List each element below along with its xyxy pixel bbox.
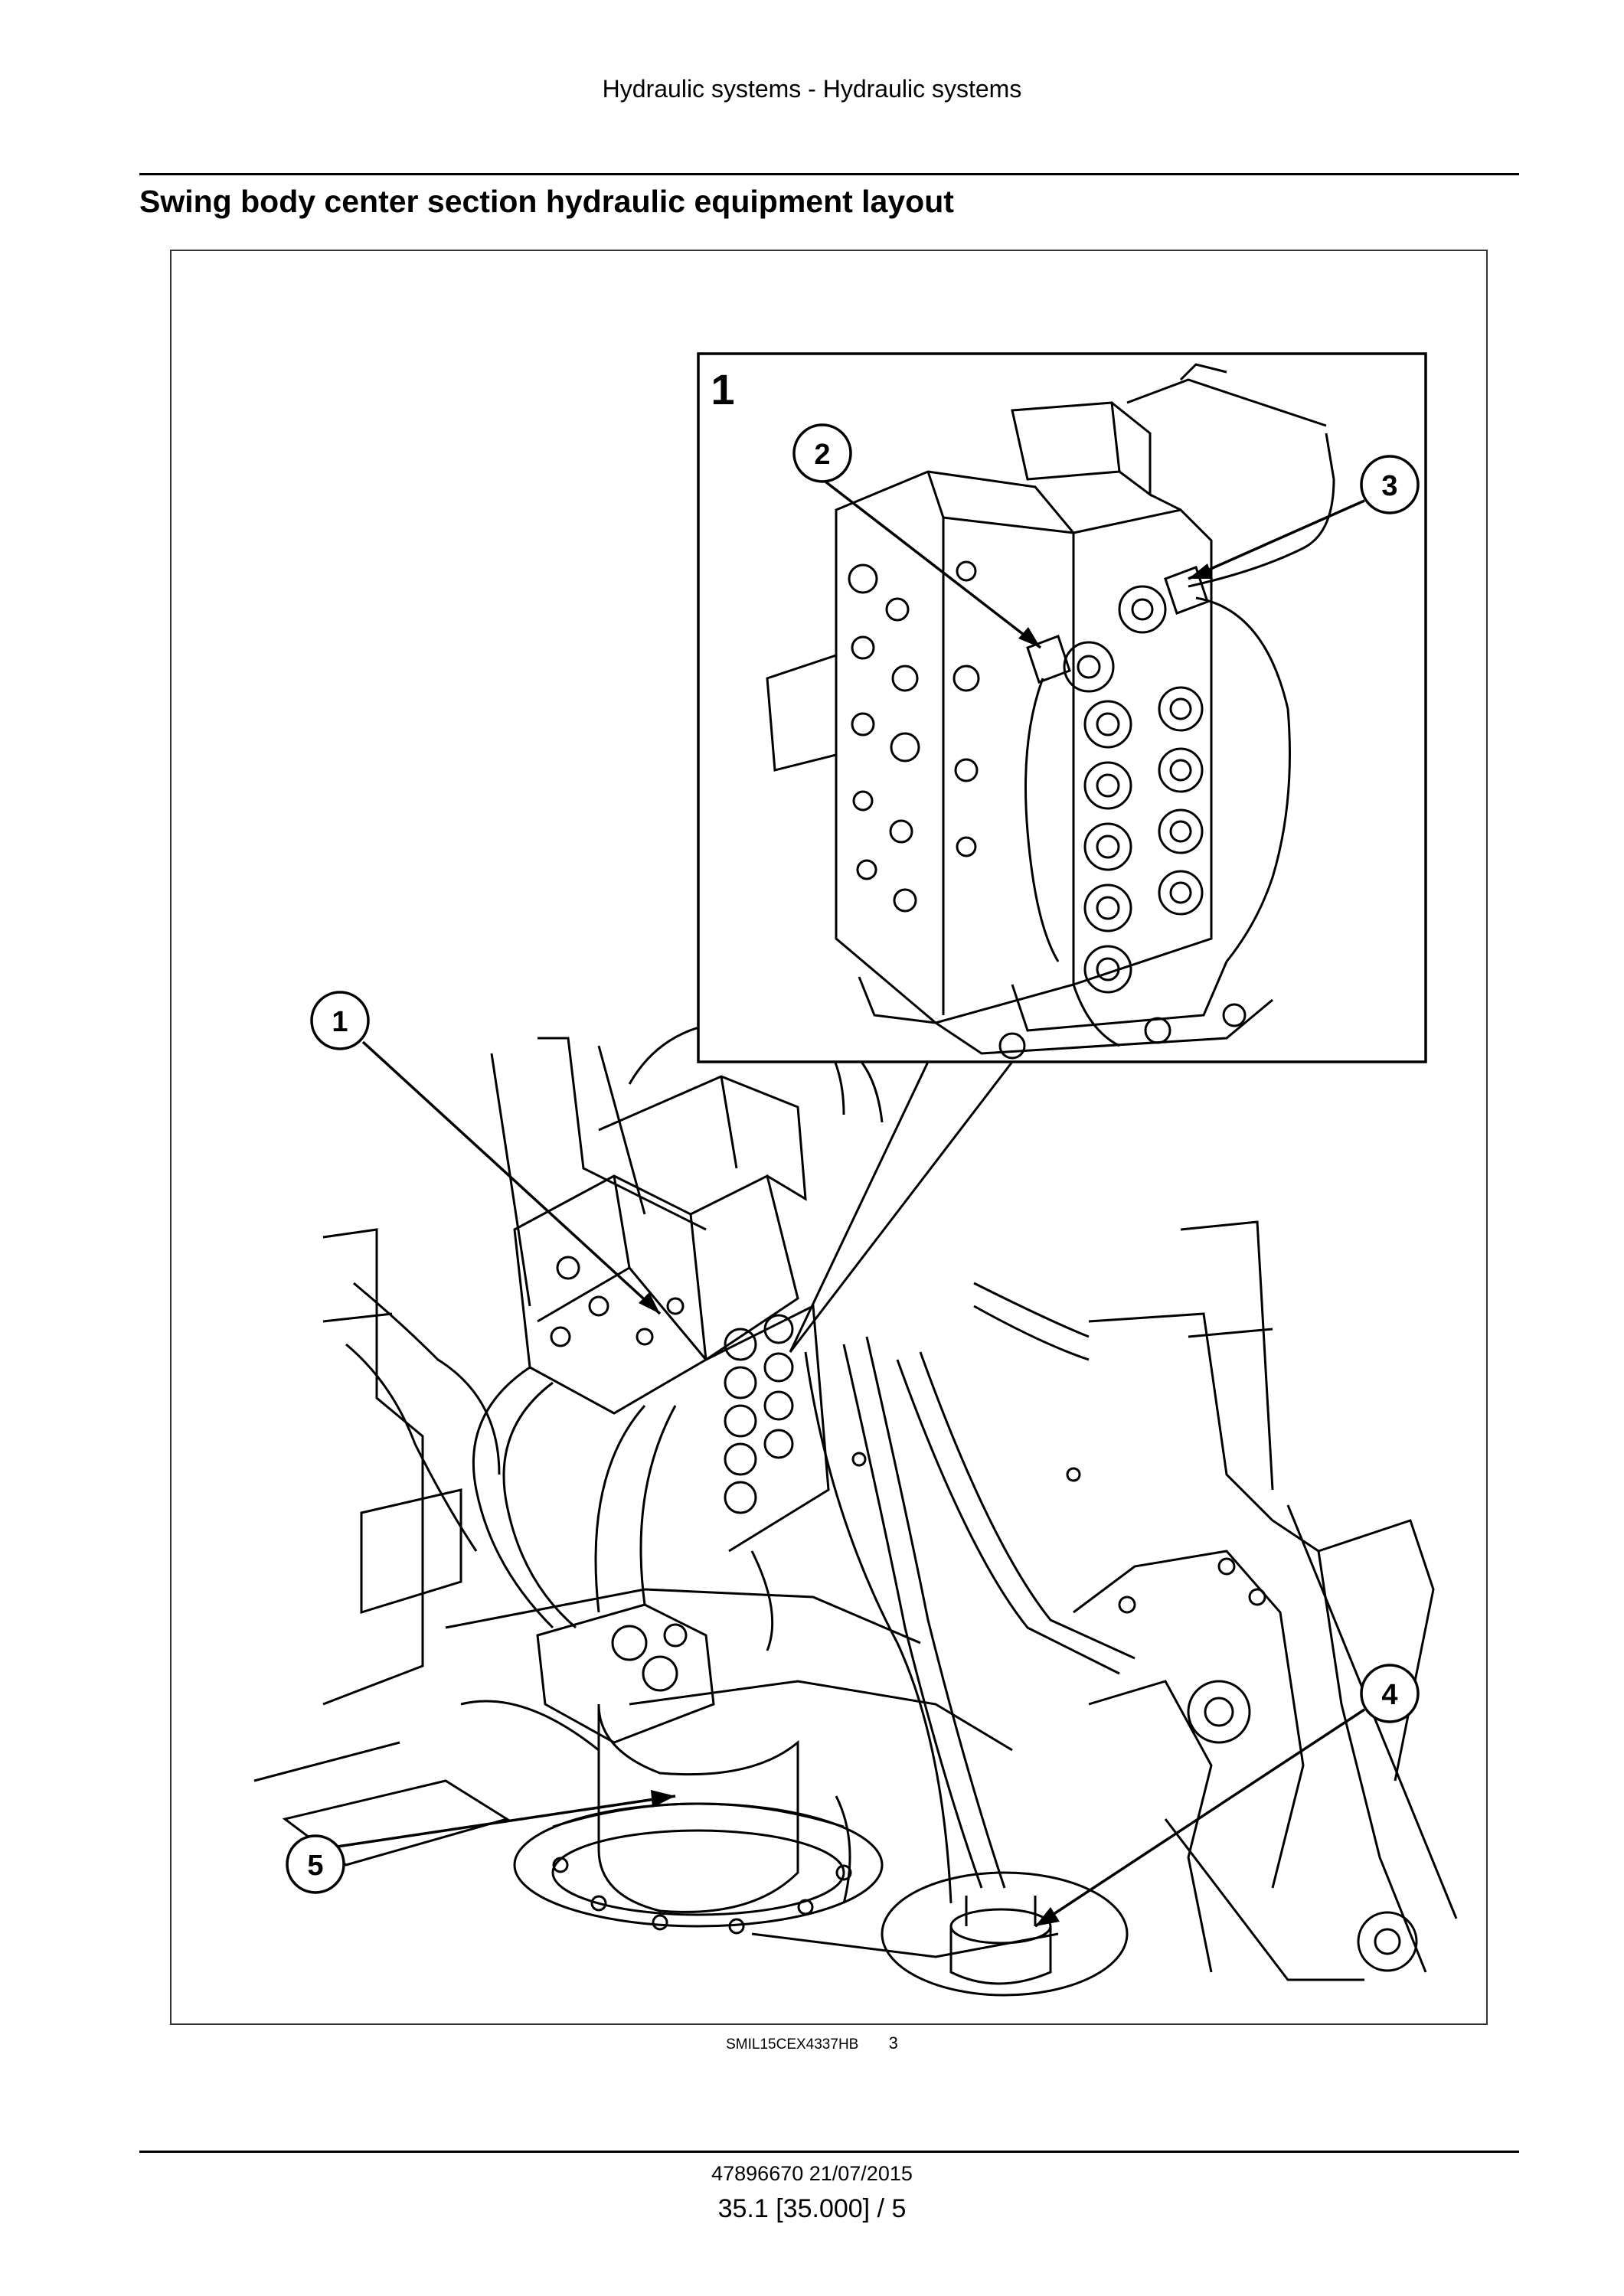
callout-5-circle: [286, 1834, 345, 1894]
callout-3-circle: [1360, 455, 1420, 514]
figure-number: 3: [888, 2033, 898, 2053]
running-header: Hydraulic systems - Hydraulic systems: [602, 75, 1022, 103]
figure-caption: SMIL15CEX4337HB 3: [0, 2033, 1624, 2053]
callout-2-label: 2: [814, 439, 830, 471]
valve-detail-illustration: [697, 352, 1427, 1353]
callout-5-label: 5: [307, 1850, 323, 1882]
footer-rule: [139, 2151, 1519, 2153]
section-title: Swing body center section hydraulic equi…: [139, 184, 954, 219]
document-id: 47896670 21/07/2015: [711, 2162, 913, 2185]
machine-frame-drawing: [253, 1014, 1458, 1997]
header-rule: [139, 173, 1519, 175]
inset-label: 1: [711, 365, 734, 413]
hydraulic-layout-illustration: 1 2 3 4 5 1: [253, 352, 1458, 1997]
callout-1-circle: [310, 991, 370, 1050]
callout-2-circle: [792, 423, 852, 483]
figure-frame: [170, 250, 1488, 2025]
page-reference: 35.1 [35.000] / 5: [717, 2194, 907, 2223]
figure-reference-code: SMIL15CEX4337HB: [726, 2036, 859, 2053]
callout-4-label: 4: [1381, 1679, 1397, 1711]
callout-leaders: [326, 478, 1365, 1928]
callout-4-circle: [1360, 1664, 1420, 1723]
callout-3-label: 3: [1381, 470, 1397, 502]
callout-1-label: 1: [332, 1006, 348, 1038]
